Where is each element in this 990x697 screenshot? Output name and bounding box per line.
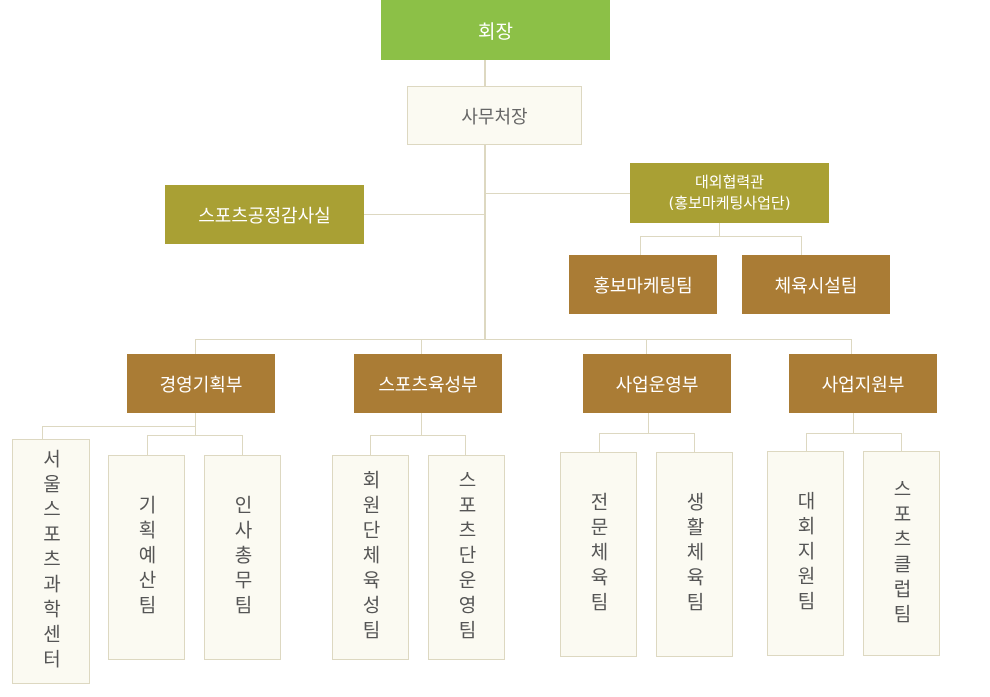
connector-line (719, 223, 720, 237)
connector-line (147, 435, 243, 436)
team-label: 스포츠클럽팀 (890, 478, 912, 629)
team-label: 생활체육팀 (683, 492, 705, 617)
connector-line (484, 60, 486, 86)
team-label: 전문체육팀 (587, 492, 609, 617)
team-label: 회원단체육성팀 (359, 470, 381, 645)
connector-line (853, 412, 854, 434)
connector-line (648, 412, 649, 434)
team-box: 전문체육팀 (560, 452, 637, 657)
external-cooperation-subtitle: (홍보마케팅사업단) (668, 194, 791, 212)
external-cooperation-box: 대외협력관 (홍보마케팅사업단) (630, 163, 829, 223)
connector-line (599, 433, 695, 434)
department-label: 사업운영부 (615, 374, 699, 396)
connector-line (421, 412, 422, 436)
department-box: 스포츠육성부 (354, 354, 502, 413)
department-label: 경영기획부 (159, 374, 243, 396)
connector-line (242, 435, 243, 455)
connector-line (485, 193, 630, 194)
team-label: 스포츠단운영팀 (455, 470, 477, 645)
connector-line (484, 145, 486, 340)
team-box: 인사총무팀 (204, 455, 281, 660)
team-box: 회원단체육성팀 (332, 455, 409, 660)
department-box: 사업운영부 (583, 354, 731, 413)
team-label: 대회지원팀 (794, 491, 816, 616)
connector-line (599, 433, 600, 453)
department-box: 사업지원부 (789, 354, 937, 413)
connector-line (42, 426, 196, 427)
connector-line (806, 433, 807, 452)
connector-line (370, 435, 466, 436)
connector-line (195, 412, 196, 436)
team-box: 대회지원팀 (767, 451, 844, 656)
connector-line (640, 236, 641, 256)
facility-team-label: 체육시설팀 (774, 275, 858, 297)
connector-line (363, 214, 485, 215)
connector-line (421, 339, 422, 354)
connector-line (465, 435, 466, 455)
department-box: 경영기획부 (127, 354, 275, 413)
connector-line (147, 435, 148, 455)
connector-line (646, 339, 647, 354)
team-box: 스포츠단운영팀 (428, 455, 505, 660)
marketing-team-box: 홍보마케팅팀 (569, 255, 717, 314)
marketing-team-label: 홍보마케팅팀 (593, 275, 693, 297)
connector-line (806, 433, 902, 434)
chairman-label: 회장 (478, 20, 513, 43)
connector-line (370, 435, 371, 455)
team-label: 인사총무팀 (231, 495, 253, 620)
team-box: 생활체육팀 (656, 452, 733, 657)
team-box: 서울스포츠과학센터 (12, 439, 90, 684)
audit-office-label: 스포츠공정감사실 (198, 205, 331, 227)
team-box: 스포츠클럽팀 (863, 451, 940, 656)
connector-line (901, 433, 902, 452)
connector-line (801, 236, 802, 256)
connector-line (694, 433, 695, 453)
team-label: 서울스포츠과학센터 (39, 449, 62, 674)
connector-line (42, 426, 43, 440)
department-label: 스포츠육성부 (378, 374, 478, 396)
team-label: 기획예산팀 (135, 495, 157, 620)
department-label: 사업지원부 (821, 374, 905, 396)
secretary-general-label: 사무처장 (461, 106, 528, 128)
connector-line (195, 339, 852, 340)
chairman-box: 회장 (381, 0, 610, 60)
audit-office-box: 스포츠공정감사실 (165, 185, 364, 244)
secretary-general-box: 사무처장 (407, 86, 582, 145)
connector-line (195, 339, 196, 354)
connector-line (640, 236, 802, 237)
external-cooperation-title: 대외협력관 (694, 173, 764, 191)
team-box: 기획예산팀 (108, 455, 185, 660)
connector-line (851, 339, 852, 354)
facility-team-box: 체육시설팀 (742, 255, 890, 314)
